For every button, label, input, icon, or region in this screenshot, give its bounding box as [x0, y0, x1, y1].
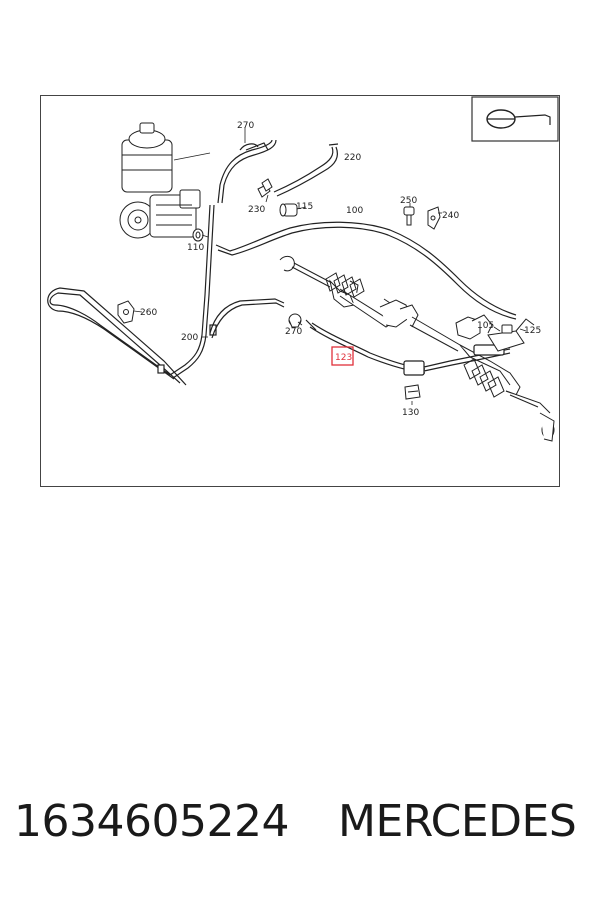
- power-steering-pump: [119, 122, 201, 239]
- cooler-line: [47, 287, 187, 386]
- part-number: 1634605224: [14, 796, 289, 847]
- callout-200: 200: [181, 333, 198, 343]
- leader-lines: [133, 127, 527, 405]
- callout-230: 230: [248, 205, 265, 215]
- bolt-250: [403, 206, 415, 226]
- callout-270-mid: 270: [285, 327, 302, 337]
- hose-270-top: [217, 139, 277, 204]
- callout-250: 250: [400, 196, 417, 206]
- callout-110: 110: [187, 243, 204, 253]
- fitting-125: [487, 318, 535, 352]
- callout-220: 220: [344, 153, 361, 163]
- callout-105: 105: [477, 321, 494, 331]
- steering-rack: [279, 255, 555, 442]
- line-200: [169, 204, 285, 379]
- grommet-130: [404, 384, 421, 400]
- callout-240: 240: [442, 211, 459, 221]
- callout-260: 260: [140, 308, 157, 318]
- diagram-frame: [40, 95, 560, 487]
- steering-diagram: 270 220 230 115 100 250 240 110 260 200 …: [47, 96, 559, 442]
- callout-270-top: 270: [237, 121, 254, 131]
- callout-130: 130: [402, 408, 419, 418]
- line-123: [305, 319, 511, 376]
- bracket-240: [427, 206, 441, 230]
- fitting-230: [257, 178, 273, 198]
- brand-name: MERCEDES: [338, 796, 577, 847]
- seal-110: [192, 228, 204, 242]
- sleeve-115: [279, 203, 298, 217]
- callout-123: 123: [335, 353, 352, 363]
- clamp-270-mid: [288, 313, 302, 328]
- steering-wheel-icon: [471, 96, 559, 142]
- bellows-left: [325, 272, 365, 298]
- callout-100: 100: [346, 206, 363, 216]
- highlight-box-123: [331, 346, 354, 366]
- callout-115: 115: [296, 202, 313, 212]
- bracket-260: [117, 300, 135, 324]
- caption: 1634605224 MERCEDES: [0, 796, 600, 866]
- hose-220: [273, 143, 339, 197]
- callout-125: 125: [524, 326, 541, 336]
- bellows-right: [463, 358, 505, 398]
- line-100: [215, 221, 517, 320]
